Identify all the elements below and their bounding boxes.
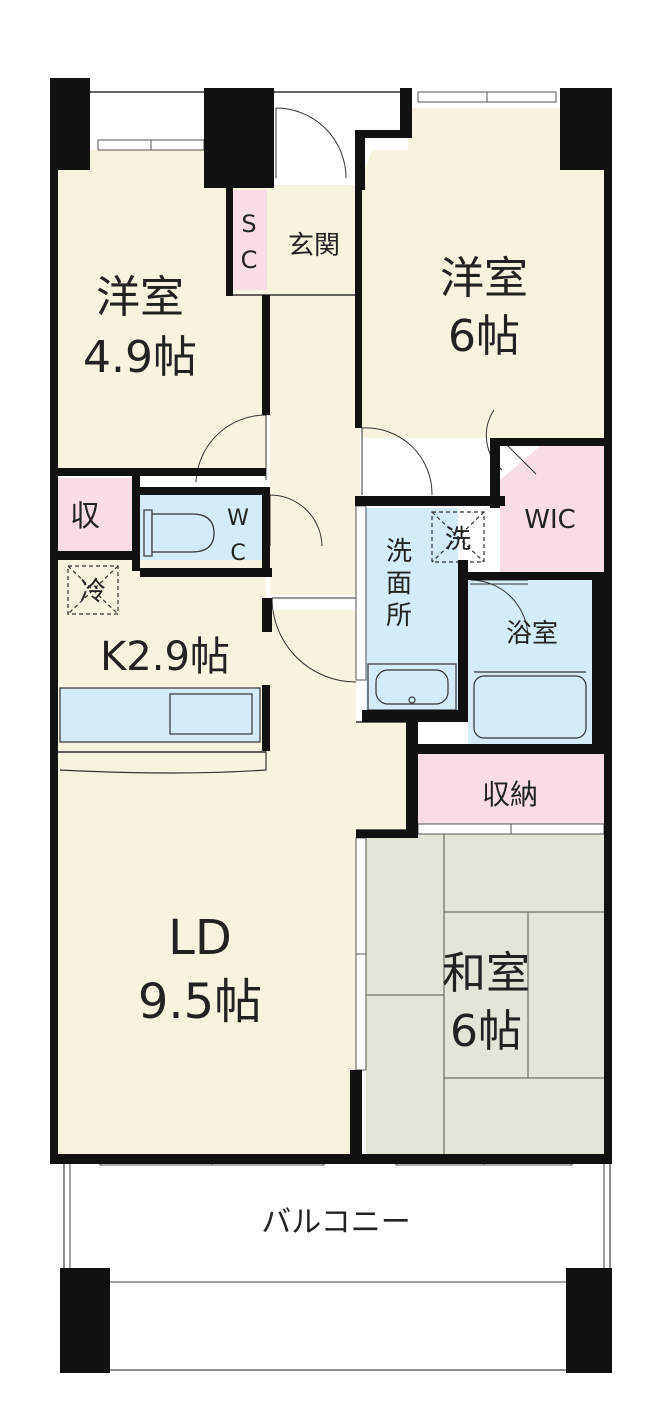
washroom-label-2: 面 bbox=[386, 569, 412, 599]
bathtub bbox=[473, 675, 587, 739]
fridge-space bbox=[67, 565, 119, 615]
labels: 洋室 4.9帖 洋室 6帖 玄関 S C 収 W C 冷 K2.9帖 LD 9.… bbox=[70, 210, 576, 1240]
western-room-right-size: 6帖 bbox=[448, 311, 520, 362]
washroom-label-1: 洗 bbox=[386, 537, 412, 567]
living-dining-name: LD bbox=[168, 910, 232, 966]
western-room-right-floor bbox=[362, 108, 604, 438]
western-room-left-size: 4.9帖 bbox=[83, 332, 197, 383]
doors bbox=[195, 107, 537, 683]
japanese-room-name: 和室 bbox=[442, 948, 530, 999]
bath-label: 浴室 bbox=[506, 619, 558, 649]
balcony-outline bbox=[63, 1159, 611, 1371]
hallway-floor bbox=[270, 295, 360, 595]
storage-label: 収納 bbox=[482, 778, 538, 811]
walls bbox=[50, 78, 612, 1164]
western-room-left-name: 洋室 bbox=[96, 272, 184, 323]
japanese-room-size: 6帖 bbox=[450, 1006, 522, 1057]
toilet-bowl bbox=[151, 513, 215, 553]
washroom-label-3: 所 bbox=[386, 601, 412, 631]
balcony bbox=[60, 1159, 612, 1373]
toilet-tank bbox=[143, 509, 153, 557]
balcony-pillar-right bbox=[566, 1268, 612, 1373]
toilet-label-1: W bbox=[227, 506, 249, 531]
corridor-floor bbox=[356, 722, 414, 830]
balcony-label: バルコニー bbox=[261, 1205, 410, 1240]
closet-small-label: 収 bbox=[70, 499, 100, 534]
western-room-right-name: 洋室 bbox=[440, 253, 528, 304]
wic-floor bbox=[500, 446, 604, 572]
balcony-pillar-left bbox=[60, 1268, 110, 1373]
kitchen-label: K2.9帖 bbox=[100, 634, 230, 680]
fixtures bbox=[59, 509, 587, 774]
shoe-closet-floor bbox=[233, 190, 267, 290]
entrance-label: 玄関 bbox=[288, 231, 340, 261]
shoe-closet-label-1: S bbox=[241, 210, 256, 238]
shoe-closet-label-2: C bbox=[241, 246, 258, 274]
tatami-lines bbox=[366, 834, 604, 1154]
fridge-label: 冷 bbox=[80, 577, 106, 607]
wic-label: WIC bbox=[524, 505, 576, 535]
storage-floor bbox=[418, 752, 604, 830]
room-fills bbox=[58, 108, 604, 1158]
washbasin-bowl bbox=[375, 669, 449, 705]
japanese-room-floor bbox=[366, 834, 604, 1154]
toilet-label-2: C bbox=[230, 541, 245, 566]
washer-label: 洗 bbox=[445, 525, 471, 555]
kitchen-sink bbox=[169, 693, 253, 735]
living-dining-size: 9.5帖 bbox=[138, 974, 262, 1030]
closet-small-floor bbox=[58, 478, 132, 551]
